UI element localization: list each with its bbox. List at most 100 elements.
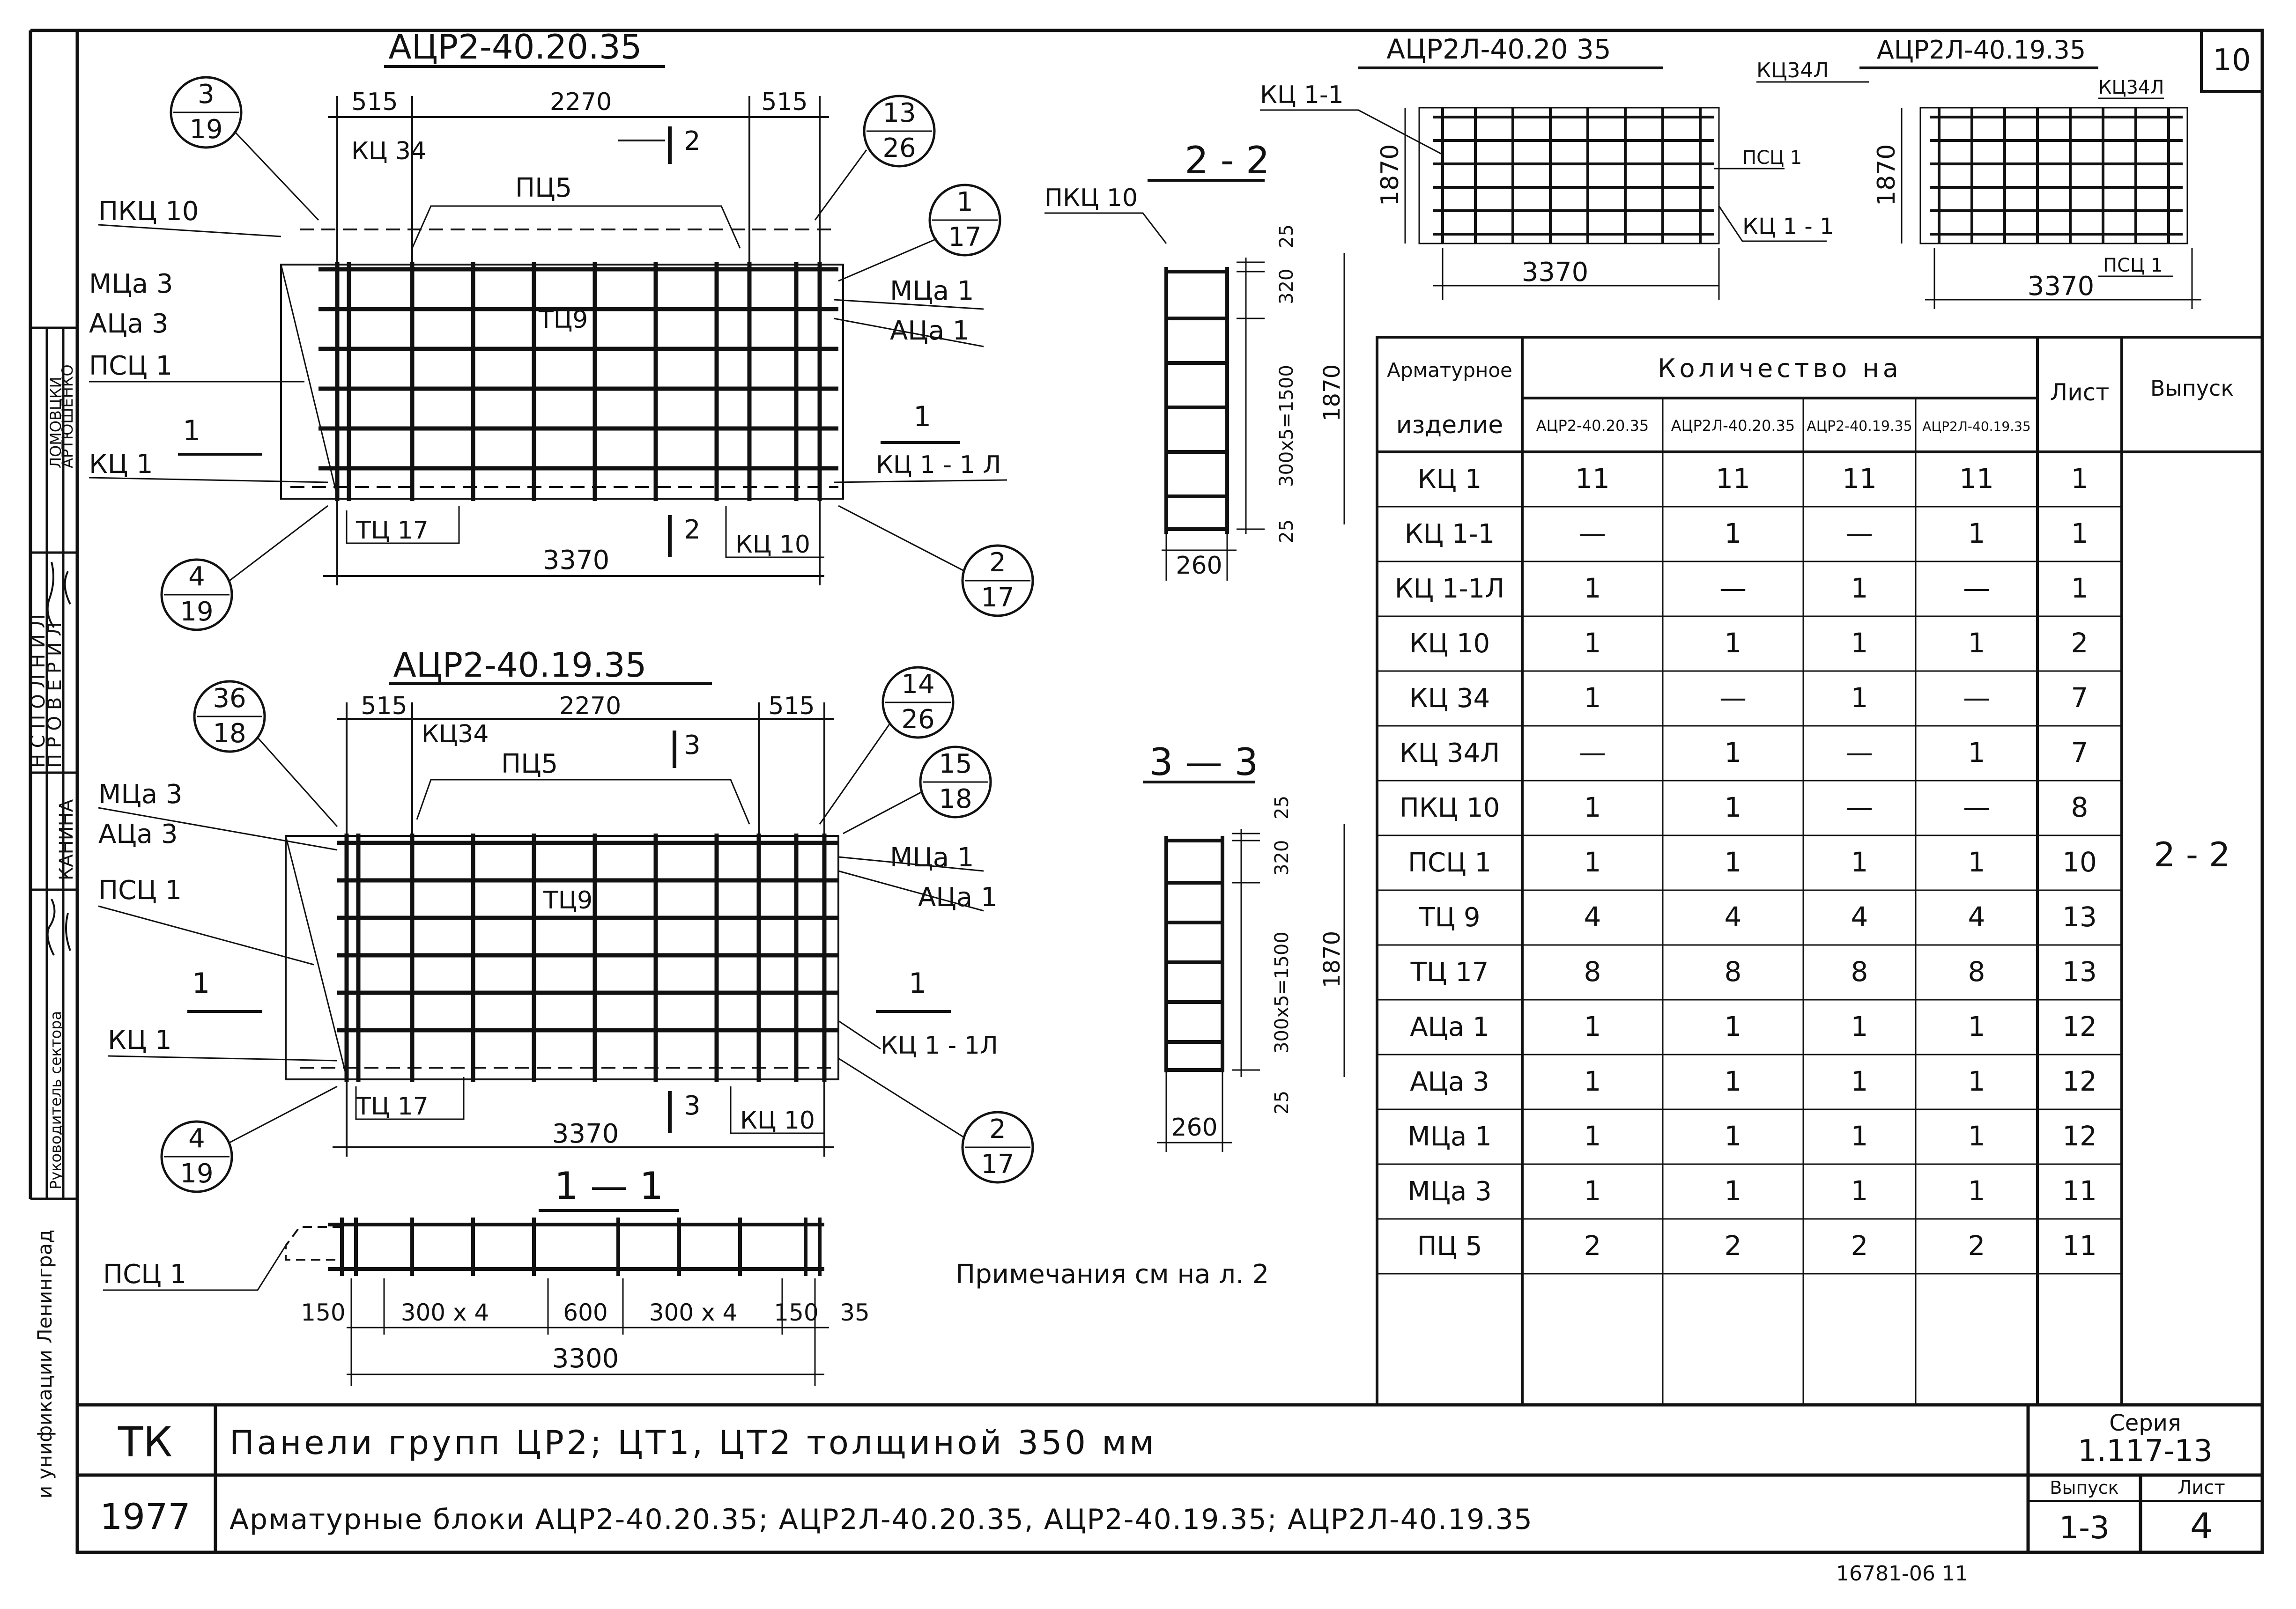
signature: [46, 899, 71, 956]
tr2-height: 1870: [1873, 144, 1901, 206]
v1-label-sec1-right: 1: [913, 400, 931, 433]
strip-org: и унификации Ленинград: [33, 1230, 56, 1498]
table-row-sheet: 1: [2071, 463, 2089, 495]
table-row-qty: 1: [1584, 572, 1601, 604]
tb-year: 1977: [100, 1496, 190, 1537]
s11-label-psc1: ПСЦ 1: [103, 1259, 186, 1290]
spec-col-4: АЦР2Л-40.19.35: [1922, 419, 2030, 434]
svg-text:14: 14: [901, 669, 934, 700]
s33-height-1870: 1870: [1319, 931, 1345, 988]
table-row-qty: —: [1579, 737, 1606, 768]
v2-label-kc11a: КЦ 1 - 1Л: [881, 1032, 998, 1060]
tr1-label-kc11: КЦ 1-1: [1260, 81, 1344, 109]
v2-label-tc9: ТЦ9: [543, 886, 593, 915]
table-row-qty: 1: [1584, 682, 1601, 714]
svg-text:1: 1: [956, 187, 973, 217]
sheet-frame: [29, 29, 2264, 1554]
table-row-qty: —: [1846, 517, 1873, 549]
v2-callout-36-18: 36 18: [193, 680, 338, 827]
table-row-sheet: 8: [2071, 791, 2089, 823]
table-row-qty: 8: [1968, 956, 1985, 988]
table-row-qty: 1: [1584, 1065, 1601, 1097]
table-row-qty: 8: [1584, 956, 1601, 988]
table-row-qty: 1: [1725, 1011, 1742, 1042]
table-row-item-name: МЦа 1: [1407, 1122, 1492, 1152]
v2-label-tc17: ТЦ 17: [356, 1092, 429, 1121]
table-row-qty: 11: [1842, 463, 1877, 495]
table-row-qty: 1: [1584, 1175, 1601, 1207]
table-row-qty: 11: [1959, 463, 1994, 495]
v2-label-aca1: АЦа 1: [918, 882, 998, 913]
tr2-label-pc1: ПСЦ 1: [2103, 255, 2163, 276]
table-row-qty: 1: [1725, 846, 1742, 878]
svg-text:36: 36: [213, 683, 246, 714]
v2-dim-2270: 2270: [559, 692, 621, 720]
table-row-qty: 1: [1968, 1065, 1985, 1097]
sheet-number-box: 10: [2200, 29, 2264, 93]
tb-issue-value: 1-3: [2059, 1510, 2110, 1546]
s22-height-1870: 1870: [1319, 364, 1345, 421]
svg-text:3: 3: [198, 79, 215, 110]
v1-label-aca3: АЦа 3: [89, 309, 169, 339]
svg-text:19: 19: [180, 597, 213, 627]
table-row-item-name: ТЦ 9: [1418, 902, 1480, 933]
section-2-2-title: 2 - 2: [1185, 139, 1270, 182]
v1-callout-13-26: 13 26: [814, 95, 936, 221]
table-row-qty: 11: [1716, 463, 1750, 495]
table-row-sheet: 12: [2062, 1065, 2097, 1097]
table-row-sheet: 13: [2062, 956, 2097, 988]
spec-col-3: АЦР2-40.19.35: [1807, 418, 1912, 435]
title-block: ТК 1977 Панели групп ЦР2; ЦТ1, ЦТ2 толщи…: [77, 1403, 2262, 1552]
v1-section-mark-top: 2: [684, 126, 701, 156]
s22-dim-320: 320: [1276, 269, 1297, 304]
view-2-title: АЦР2-40.19.35: [393, 645, 647, 685]
svg-text:26: 26: [882, 133, 916, 163]
v2-callout-2-17: 2 17: [838, 1057, 1034, 1184]
s33-width-260: 260: [1171, 1114, 1217, 1142]
table-row-item-name: МЦа 3: [1407, 1176, 1492, 1207]
left-strip: Н С П О Л Н И Л П Р О В Е Р И Л ЛОМОВЦКИ…: [28, 326, 77, 1498]
table-row-sheet: 1: [2071, 572, 2089, 604]
spec-header-qty: Количество на: [1658, 354, 1902, 383]
s22-dim-25-top: 25: [1276, 224, 1297, 248]
table-row-sheet: 2: [2071, 627, 2089, 659]
table-row-qty: —: [1963, 791, 1990, 823]
table-row-qty: 4: [1968, 901, 1985, 933]
v1-section-mark-bottom: 2: [684, 515, 701, 545]
table-row-qty: 1: [1968, 846, 1985, 878]
tr2-label-kc34l-a: КЦ34Л: [1756, 59, 1829, 82]
table-row-qty: 1: [1725, 627, 1742, 659]
v1-label-pkc10: ПКЦ 10: [98, 196, 199, 227]
v2-section-mark-bottom: 3: [684, 1091, 701, 1121]
v1-dim-515-left: 515: [351, 88, 398, 116]
table-row-sheet: 11: [2062, 1230, 2097, 1262]
v1-dim-2270: 2270: [550, 88, 612, 116]
spec-header-issue: Выпуск: [2150, 376, 2234, 401]
spec-col-1: АЦР2-40.20.35: [1536, 417, 1649, 435]
v2-dim-515-right: 515: [768, 692, 815, 720]
v1-callout-4-19: 4 19: [160, 505, 328, 631]
v2-label-mca1: МЦа 1: [890, 842, 974, 873]
svg-text:2: 2: [989, 547, 1006, 578]
v1-dim-3370: 3370: [543, 545, 610, 576]
signature: [46, 561, 71, 628]
svg-text:17: 17: [948, 222, 981, 252]
v1-label-psc1: ПСЦ 1: [89, 351, 172, 381]
strip-name-3: КАНИНА: [56, 799, 77, 880]
tr1-label-pc1: ПСЦ 1: [1742, 147, 1802, 169]
table-row-qty: 1: [1851, 1011, 1868, 1042]
table-row-qty: 1: [1851, 627, 1868, 659]
section-1-1: 1 — 1 ПСЦ 1 150: [103, 1164, 870, 1386]
svg-text:4: 4: [188, 1123, 205, 1154]
v2-label-sec1-right: 1: [909, 967, 926, 1000]
table-row-qty: —: [1846, 791, 1873, 823]
table-row-qty: 1: [1851, 846, 1868, 878]
table-row-item-name: КЦ 1-1: [1405, 519, 1495, 549]
table-row-sheet: 1: [2071, 517, 2089, 549]
spec-col-2: АЦР2Л-40.20.35: [1671, 417, 1795, 435]
table-row-item-name: ТЦ 17: [1410, 957, 1489, 988]
v2-label-pc5: ПЦ5: [501, 749, 558, 779]
table-row-qty: 1: [1968, 1120, 1985, 1152]
v1-callout-1-17: 1 17: [838, 184, 1001, 282]
v1-label-mca1: МЦа 1: [890, 276, 974, 306]
